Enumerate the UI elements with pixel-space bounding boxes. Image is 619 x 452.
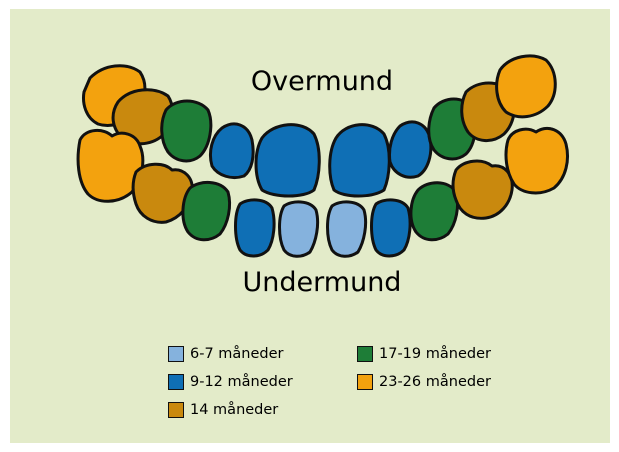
upper-left-canine bbox=[162, 101, 211, 161]
upper-right-central-incisor bbox=[330, 125, 390, 196]
legend-swatch-orange bbox=[357, 374, 373, 390]
upper-left-central-incisor bbox=[256, 125, 319, 196]
lower-right-canine bbox=[411, 183, 458, 240]
lower-left-canine bbox=[183, 182, 230, 239]
upper-right-lateral-incisor bbox=[389, 122, 430, 177]
legend-label: 17-19 måneder bbox=[379, 346, 491, 362]
legend-label: 9-12 måneder bbox=[190, 374, 293, 390]
upper-left-lateral-incisor bbox=[210, 124, 253, 178]
legend-swatch-blue bbox=[168, 374, 184, 390]
legend-item: 17-19 måneder bbox=[357, 344, 491, 364]
lower-left-lateral-incisor bbox=[236, 200, 275, 256]
legend-label: 14 måneder bbox=[190, 402, 278, 418]
lower-right-lateral-incisor bbox=[372, 200, 411, 256]
lower-jaw-label: Undermund bbox=[222, 267, 422, 298]
lower-right-second-molar bbox=[506, 128, 568, 193]
legend-swatch-green bbox=[357, 346, 373, 362]
legend-swatch-ochre bbox=[168, 402, 184, 418]
legend-item: 6-7 måneder bbox=[168, 344, 284, 364]
lower-right-first-molar bbox=[453, 161, 512, 218]
legend-item: 9-12 måneder bbox=[168, 372, 293, 392]
lower-left-central-incisor bbox=[280, 202, 318, 256]
legend-label: 23-26 måneder bbox=[379, 374, 491, 390]
legend-item: 23-26 måneder bbox=[357, 372, 491, 392]
legend-swatch-light-blue bbox=[168, 346, 184, 362]
legend-item: 14 måneder bbox=[168, 400, 278, 420]
legend-label: 6-7 måneder bbox=[190, 346, 284, 362]
upper-right-second-molar bbox=[497, 56, 556, 117]
lower-right-central-incisor bbox=[328, 202, 366, 256]
upper-jaw-label: Overmund bbox=[222, 66, 422, 97]
